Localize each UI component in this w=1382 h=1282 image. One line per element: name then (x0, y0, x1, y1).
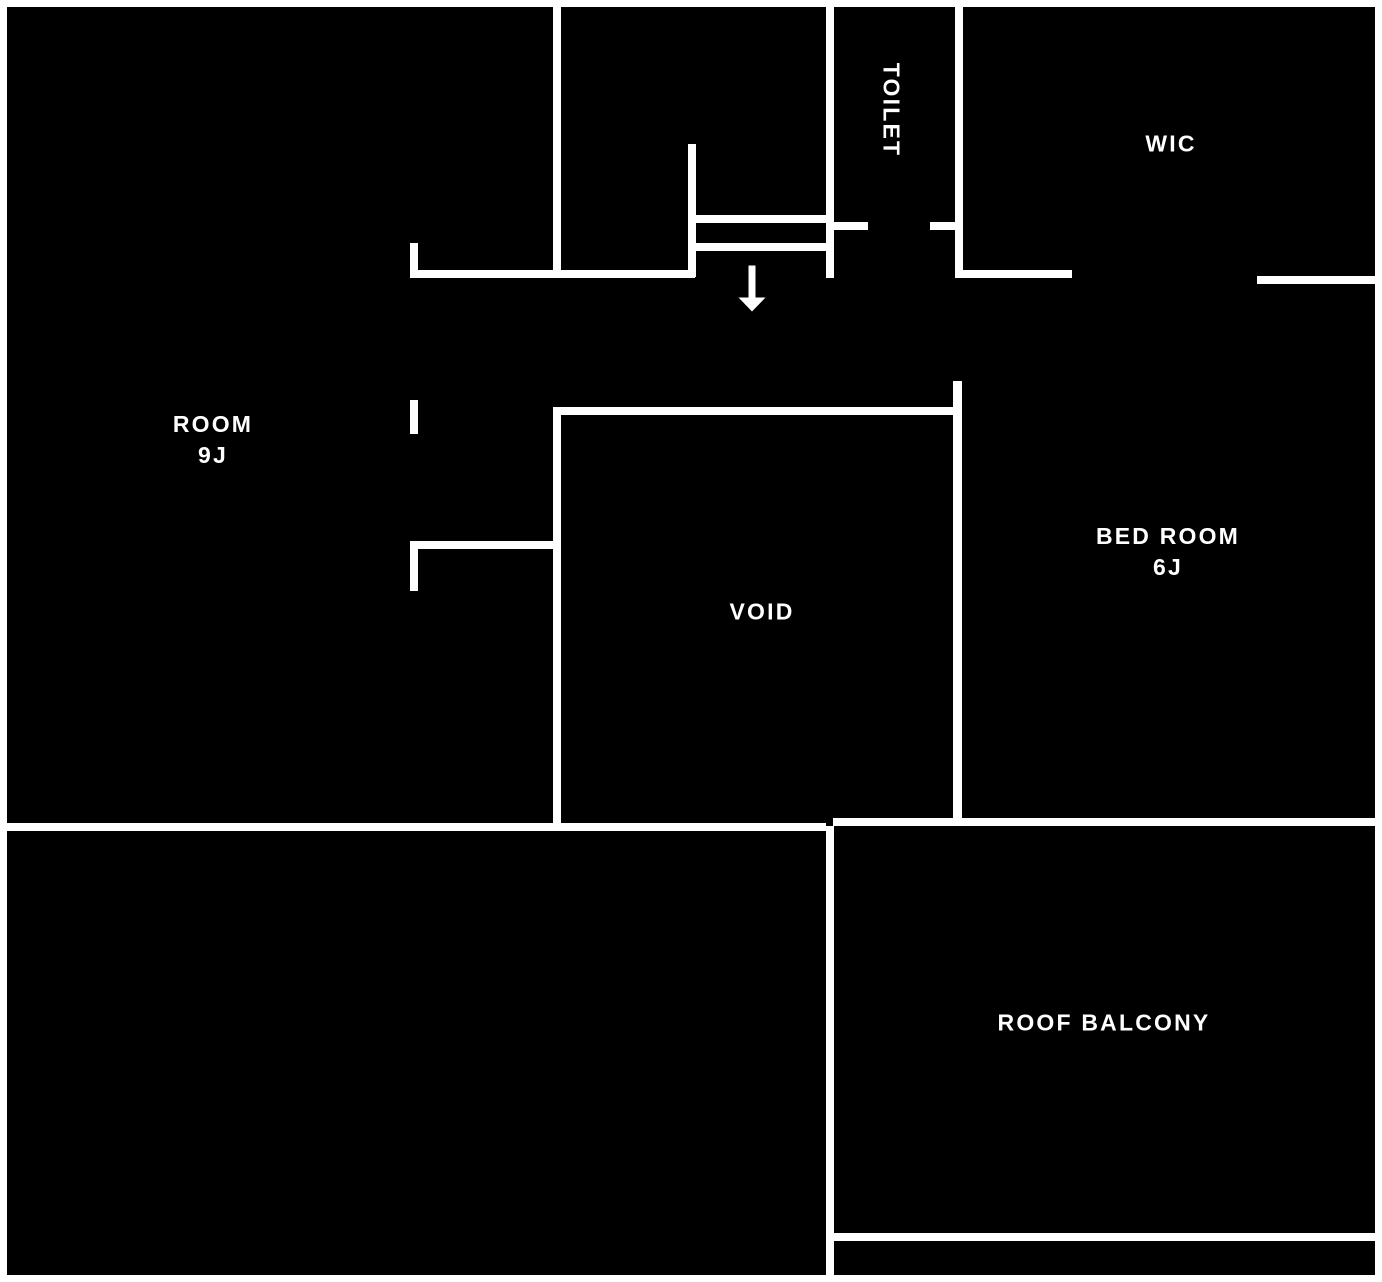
wall-segment (1375, 0, 1382, 1282)
wall-segment (833, 818, 1382, 826)
wall-segment (688, 144, 696, 277)
wall-segment (688, 215, 828, 223)
wall-segment (826, 222, 834, 278)
wall-segment (553, 0, 561, 277)
wall-segment (955, 222, 963, 278)
room-label-room-9j: ROOM 9J (172, 410, 254, 468)
wall-segment (0, 823, 826, 831)
room-label-bed-room-6j: BED ROOM 6J (1095, 522, 1241, 580)
wall-segment (0, 0, 1382, 7)
wall-segment (955, 0, 963, 230)
wall-segment (930, 222, 963, 230)
wall-segment (688, 243, 828, 251)
room-label-void: VOID (729, 598, 795, 625)
wall-segment (0, 1275, 1382, 1282)
room-label-toilet: TOILET (878, 62, 905, 158)
wall-segment (410, 243, 418, 278)
wall-segment (410, 541, 558, 549)
wall-segment (1257, 276, 1382, 284)
wall-segment (955, 270, 1072, 278)
wall-segment (553, 407, 960, 415)
room-label-wic: WIC (1145, 130, 1197, 157)
down-arrow-icon (735, 265, 769, 319)
wall-segment (826, 1233, 1382, 1241)
wall-segment (826, 0, 834, 230)
wall-segment (826, 826, 834, 1282)
wall-segment (410, 541, 418, 591)
wall-segment (826, 222, 868, 230)
wall-segment (553, 407, 561, 825)
wall-segment (0, 0, 7, 1282)
wall-segment (410, 400, 418, 434)
room-label-roof-balcony: ROOF BALCONY (997, 1009, 1211, 1036)
wall-segment (410, 270, 695, 278)
wall-segment (953, 381, 962, 825)
